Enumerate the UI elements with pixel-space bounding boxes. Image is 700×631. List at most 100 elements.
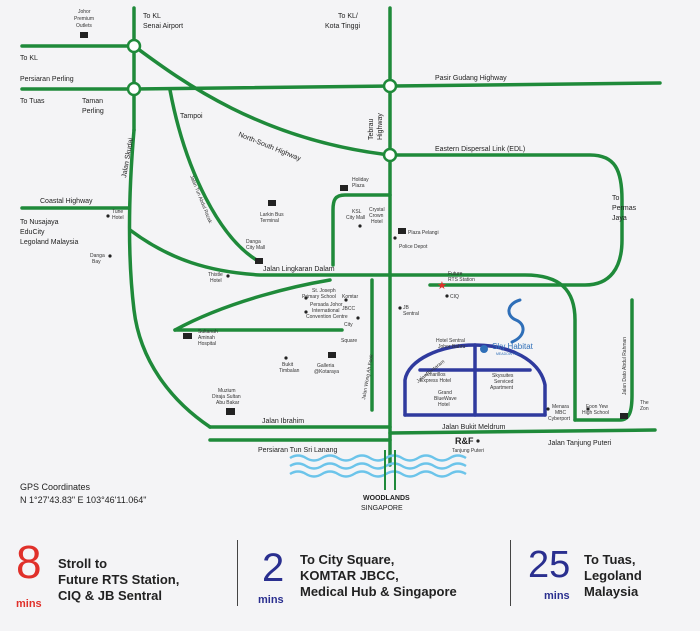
place-johor-premium-2: Premium [74, 16, 94, 22]
label-lingkaran-dalam: Jalan Lingkaran Dalam [263, 266, 335, 273]
interchange-tebrau-pasir [382, 78, 398, 94]
road-lingkaran-dalam [128, 228, 392, 277]
label-pasir-gudang: Pasir Gudang Highway [435, 75, 507, 82]
road-ksl-loop [331, 193, 392, 267]
label-dato-abdul-rahman: Jalan Dato Abdul Rahman [622, 337, 628, 395]
interchange-skudai-north [126, 38, 142, 54]
road-north-south-highway [132, 44, 392, 157]
road-bukit-meldrum [388, 428, 657, 435]
travel-time-1-text: Stroll to Future RTS Station, CIQ & JB S… [58, 556, 179, 604]
brand-sub: MEADOW HILL [496, 352, 521, 356]
label-bukit-meldrum: Jalan Bukit Meldrum [442, 424, 506, 431]
travel-time-3-line-2: Legoland [584, 568, 642, 583]
interchange-skudai-perling [126, 81, 142, 97]
travel-time-2-number: 2 [262, 546, 285, 590]
place-skysuites-1: Skysuites [492, 373, 514, 379]
place-holiday-plaza-2: Plaza [352, 183, 365, 189]
label-to-kl-kota-1: To KL/ [338, 13, 358, 20]
place-bukit-timbalan-2: Timbalan [279, 368, 300, 374]
place-sultanah-2: Aminah [198, 335, 215, 341]
travel-time-1-line-3: CIQ & JB Sentral [58, 588, 163, 603]
building-icon [268, 200, 276, 206]
place-persada-2: International [312, 308, 340, 314]
causeway [384, 450, 396, 490]
label-taman-perling-1: Taman [82, 98, 103, 105]
place-menara-2: MBC [555, 410, 567, 416]
label-to-kl-senai-1: To KL [143, 13, 161, 20]
interchanges [126, 38, 398, 163]
road-tun-abdul-razak [168, 88, 262, 264]
place-ksl-2: City Mall [346, 215, 365, 221]
place-plaza-pelangi: Plaza Pelangi [408, 230, 439, 236]
building-icon [328, 352, 336, 358]
label-edl: Eastern Dispersal Link (EDL) [435, 146, 525, 153]
place-rts-2: RTS Station [448, 277, 475, 283]
road-inner-west [173, 278, 332, 332]
place-skysuites-3: Apartment [490, 385, 514, 391]
travel-time-3-line-3: Malaysia [584, 584, 639, 599]
label-coastal: Coastal Highway [40, 198, 93, 205]
interchange-tebrau-edl [382, 147, 398, 163]
label-to-permas-3: Jaya [612, 215, 627, 222]
place-tune-1: Tune [112, 209, 123, 215]
place-bukit-timbalan-1: Bukit [282, 362, 294, 368]
footer-divider [510, 540, 511, 606]
place-jb-sentral-2: Sentral [403, 311, 419, 317]
place-muzium-1: Muzium [218, 388, 236, 394]
building-icon [255, 258, 263, 264]
water-strait [289, 454, 467, 478]
label-to-permas-2: Permas [612, 205, 637, 212]
place-st-joseph-2: Primary School [302, 294, 336, 300]
travel-time-3-text: To Tuas, Legoland Malaysia [584, 552, 642, 600]
label-jalan-ibrahim: Jalan Ibrahim [262, 418, 304, 425]
place-persada-3: Convention Centre [306, 314, 348, 320]
place-komtar-2: JBCC [342, 306, 355, 312]
museum-icon [226, 408, 235, 415]
place-crystal-2: Crown [369, 213, 384, 219]
hospital-icon [183, 333, 192, 339]
building-icon [80, 32, 88, 38]
place-persada-1: Persada Johor [310, 302, 343, 308]
place-grand-bluewave-2: BlueWave [434, 396, 457, 402]
place-crystal-1: Crystal [369, 207, 385, 213]
place-danga-city-2: City Mall [246, 245, 265, 251]
footer-divider [237, 540, 238, 606]
road-eastern-dispersal-link [388, 153, 624, 287]
label-nusajaya-2: EduCity [20, 229, 45, 236]
gps-block: GPS Coordinates N 1°27'43.83" E 103°46'1… [20, 481, 146, 507]
place-labels: Johor Premium Outlets Holiday Plaza KSL … [74, 9, 649, 422]
place-hotel-sentral-1: Hotel Sentral [436, 338, 465, 344]
label-tampoi: Tampoi [180, 113, 203, 120]
building-icon [620, 413, 628, 419]
travel-time-3-unit: mins [544, 590, 570, 602]
building-icon [398, 228, 406, 234]
place-st-joseph-1: St. Joseph [312, 288, 336, 294]
label-to-kl-senai-2: Senai Airport [143, 23, 183, 30]
place-komtar-1: Komtar [342, 294, 358, 300]
place-larkin-2: Terminal [260, 218, 279, 224]
place-danga-city-1: Danga [246, 239, 261, 245]
travel-time-2-line-1: To City Square, [300, 552, 395, 567]
label-nusajaya-3: Legoland Malaysia [20, 239, 78, 246]
travel-time-2-line-3: Medical Hub & Singapore [300, 584, 457, 599]
building-icon [340, 185, 348, 191]
travel-time-2-text: To City Square, KOMTAR JBCC, Medical Hub… [300, 552, 457, 600]
place-sultanah-3: Hospital [198, 341, 216, 347]
place-menara-1: Menara [552, 404, 569, 410]
place-tanjung-puteri: Tanjung Puteri [452, 448, 484, 454]
place-city-square-2: Square [341, 338, 357, 344]
place-tune-2: Hotel [112, 215, 124, 221]
gps-title: GPS Coordinates [20, 482, 91, 492]
place-sultanah-1: Sultanah [198, 329, 218, 335]
place-skysuites-2: Serviced [494, 379, 514, 385]
label-tebrau-2: Highway [377, 113, 384, 140]
place-amarillos-2: Express Hotel [420, 378, 451, 384]
label-to-permas-1: To [612, 195, 620, 202]
place-jb-sentral-1: JB [403, 305, 410, 311]
place-johor-premium-1: Johor [78, 9, 91, 15]
place-foon-yew-1: Foon Yew [586, 404, 608, 410]
travel-time-2-line-2: KOMTAR JBCC, [300, 568, 399, 583]
place-the-zon-2: Zon [640, 406, 649, 412]
travel-time-3-number: 25 [528, 544, 571, 586]
highlight-roads [403, 343, 547, 417]
